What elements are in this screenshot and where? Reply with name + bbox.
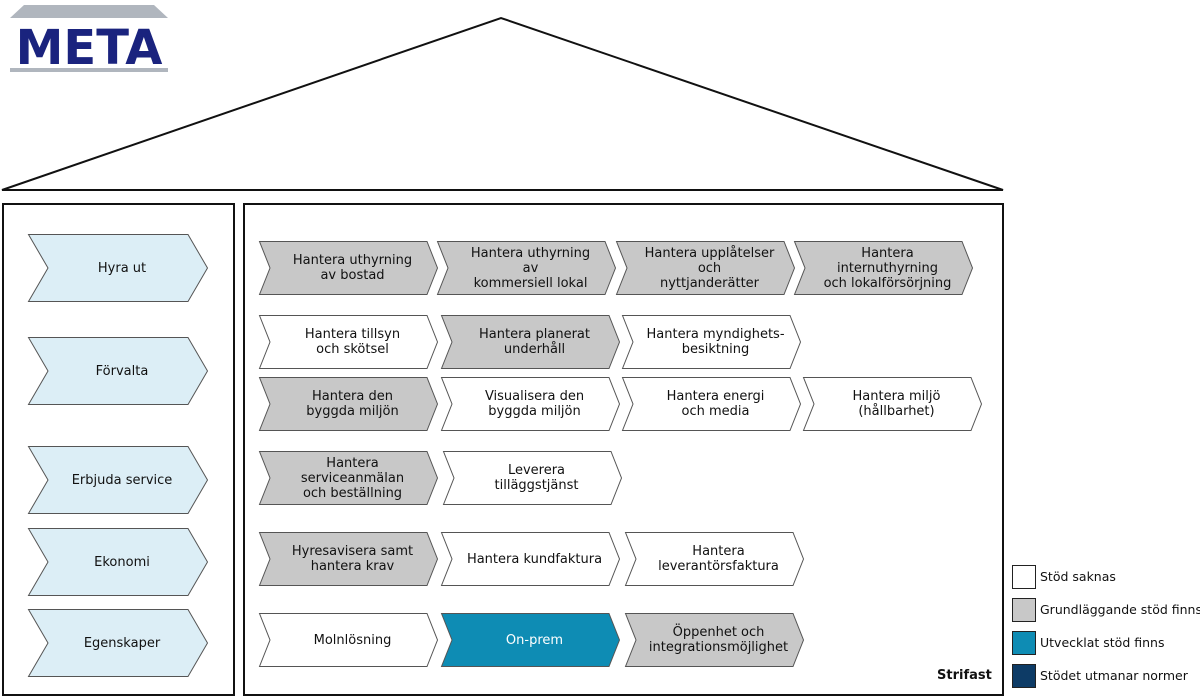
- process-internuthyrning[interactable]: Hantera internuthyrning och lokalförsörj…: [793, 241, 974, 295]
- category-label: Hyra ut: [97, 260, 147, 276]
- category-label: Ekonomi: [94, 554, 150, 570]
- process-planerat-underhall[interactable]: Hantera planerat underhåll: [440, 315, 621, 369]
- category-forvalta[interactable]: Förvalta: [27, 337, 209, 405]
- legend-swatch: [1012, 664, 1036, 688]
- process-serviceanmalan[interactable]: Hantera serviceanmälan och beställning: [258, 451, 439, 505]
- process-on-prem[interactable]: On-prem: [440, 613, 621, 667]
- process-label: Hyresavisera samt hantera krav: [291, 544, 414, 574]
- process-miljo-hallbarhet[interactable]: Hantera miljö (hållbarhet): [802, 377, 983, 431]
- process-molnlosning[interactable]: Molnlösning: [258, 613, 439, 667]
- process-uthyrning-kommersiell-lokal[interactable]: Hantera uthyrning av kommersiell lokal: [436, 241, 617, 295]
- category-label: Erbjuda service: [71, 472, 173, 488]
- category-egenskaper[interactable]: Egenskaper: [27, 609, 209, 677]
- process-visualisera-byggda-miljon[interactable]: Visualisera den byggda miljön: [440, 377, 621, 431]
- legend-swatch: [1012, 565, 1036, 589]
- process-label: Hantera energi och media: [666, 389, 765, 419]
- house-roof: [1, 16, 1004, 191]
- process-tillaggstjanst[interactable]: Leverera tilläggstjänst: [442, 451, 623, 505]
- category-ekonomi[interactable]: Ekonomi: [27, 528, 209, 596]
- category-label: Egenskaper: [83, 635, 161, 651]
- legend-label: Stödet utmanar normer: [1040, 668, 1188, 683]
- process-label: Hantera serviceanmälan och beställning: [300, 455, 405, 501]
- process-label: Hantera internuthyrning och lokalförsörj…: [823, 245, 952, 291]
- process-energi-media[interactable]: Hantera energi och media: [621, 377, 802, 431]
- legend-swatch: [1012, 631, 1036, 655]
- process-uthyrning-bostad[interactable]: Hantera uthyrning av bostad: [258, 241, 439, 295]
- process-label: Hantera tillsyn och skötsel: [304, 327, 401, 357]
- process-hantera-byggda-miljon[interactable]: Hantera den byggda miljön: [258, 377, 439, 431]
- legend-swatch: [1012, 598, 1036, 622]
- process-label: Visualisera den byggda miljön: [484, 389, 585, 419]
- category-label: Förvalta: [95, 363, 149, 379]
- meta-logo: META: [10, 5, 168, 76]
- process-kundfaktura[interactable]: Hantera kundfaktura: [440, 532, 621, 586]
- process-label: Hantera kundfaktura: [466, 551, 603, 567]
- process-label: Hantera uthyrning av bostad: [292, 253, 413, 283]
- process-myndighetsbesiktning[interactable]: Hantera myndighets- besiktning: [621, 315, 802, 369]
- process-oppenhet-integration[interactable]: Öppenhet och integrationsmöjlighet: [624, 613, 805, 667]
- logo-roof: [10, 5, 168, 18]
- process-label: Molnlösning: [313, 632, 392, 648]
- process-label: Hantera den byggda miljön: [306, 389, 399, 419]
- legend-label: Stöd saknas: [1040, 569, 1116, 584]
- process-label: Öppenhet och integrationsmöjlighet: [648, 625, 789, 655]
- process-upplatelser[interactable]: Hantera upplåtelser och nyttjanderätter: [615, 241, 796, 295]
- legend-label: Utvecklat stöd finns: [1040, 635, 1165, 650]
- process-tillsyn-skotsel[interactable]: Hantera tillsyn och skötsel: [258, 315, 439, 369]
- process-leverantorsfaktura[interactable]: Hantera leverantörsfaktura: [624, 532, 805, 586]
- process-label: Hantera myndighets- besiktning: [646, 327, 785, 357]
- process-label: Hantera miljö (hållbarhet): [852, 389, 941, 419]
- legend-label: Grundläggande stöd finns: [1040, 602, 1200, 617]
- process-hyresavisering[interactable]: Hyresavisera samt hantera krav: [258, 532, 439, 586]
- process-label: Leverera tilläggstjänst: [494, 463, 579, 493]
- process-label: Hantera upplåtelser och nyttjanderätter: [644, 245, 775, 291]
- process-label: On-prem: [505, 632, 564, 648]
- process-label: Hantera planerat underhåll: [479, 327, 590, 357]
- category-hyra-ut[interactable]: Hyra ut: [27, 234, 209, 302]
- product-name: Strifast: [937, 668, 992, 683]
- process-label: Hantera leverantörsfaktura: [658, 544, 779, 574]
- logo-text: META: [16, 20, 163, 76]
- category-erbjuda-service[interactable]: Erbjuda service: [27, 446, 209, 514]
- process-label: Hantera uthyrning av kommersiell lokal: [470, 245, 591, 291]
